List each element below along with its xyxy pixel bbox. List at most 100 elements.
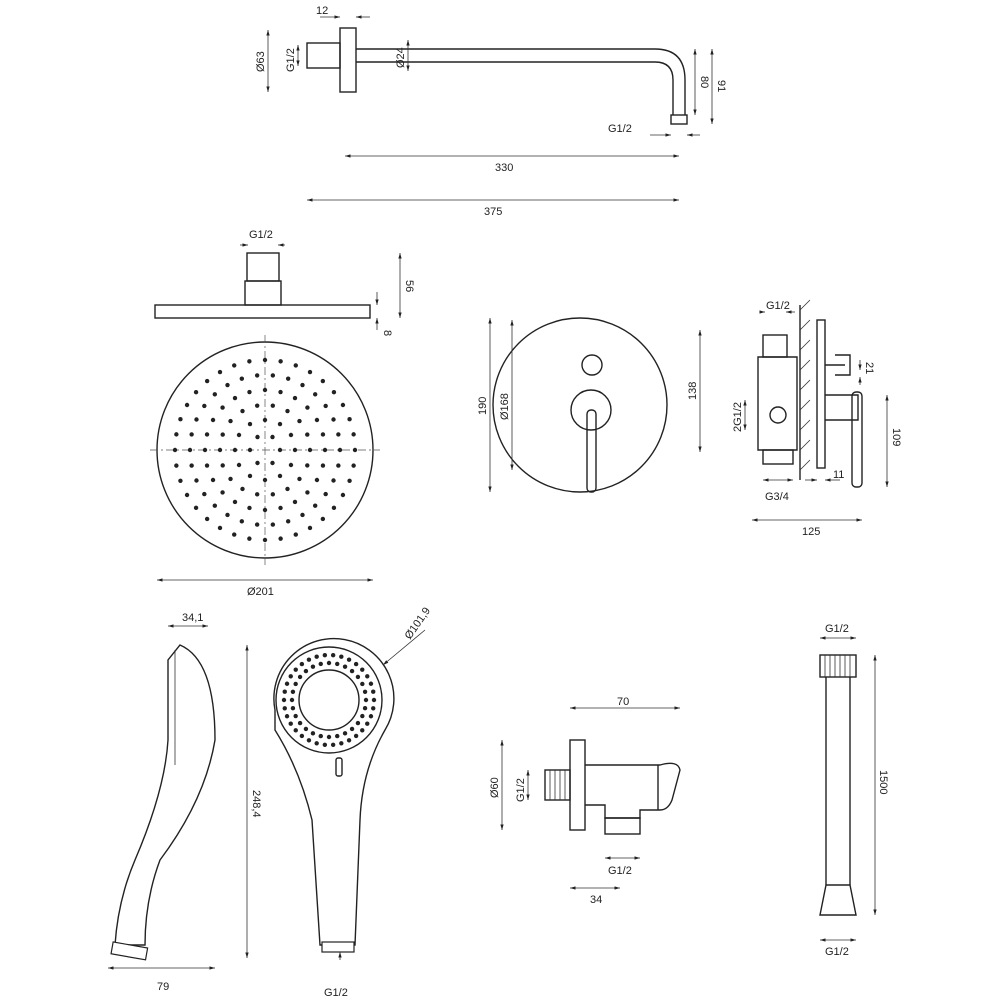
nozzle bbox=[232, 532, 237, 537]
nozzle bbox=[277, 421, 283, 427]
nozzle bbox=[220, 405, 225, 410]
dim-valve-height: 190 bbox=[477, 397, 489, 415]
shower-head-drawing: G1/2 56 8 Ø201 bbox=[150, 229, 415, 598]
nozzle bbox=[285, 519, 291, 524]
dim-arm-wall-thread: G1/2 bbox=[285, 48, 297, 72]
nozzle bbox=[368, 681, 374, 686]
nozzle bbox=[314, 417, 320, 423]
elbow-outlet-thread bbox=[604, 817, 641, 835]
dim-elbow-flange-diameter: Ø60 bbox=[489, 777, 501, 798]
nozzle bbox=[240, 408, 245, 414]
dim-head-diameter: Ø201 bbox=[247, 586, 274, 598]
nozzle bbox=[262, 387, 268, 393]
nozzle bbox=[184, 492, 190, 498]
nozzle bbox=[303, 726, 309, 732]
nozzle bbox=[254, 403, 260, 408]
nozzle bbox=[194, 478, 199, 483]
hose-top-nut bbox=[819, 654, 857, 678]
nozzle bbox=[225, 382, 230, 388]
nozzle bbox=[189, 463, 194, 468]
nozzle bbox=[365, 721, 370, 726]
nozzle bbox=[247, 536, 252, 541]
nozzle bbox=[292, 395, 298, 401]
nozzle bbox=[278, 536, 283, 541]
nozzle bbox=[277, 447, 283, 453]
nozzle bbox=[270, 403, 276, 408]
nozzle bbox=[285, 376, 291, 381]
dim-plate-protrusion: 11 bbox=[833, 469, 844, 481]
nozzle bbox=[281, 697, 287, 703]
nozzle bbox=[193, 389, 199, 395]
nozzle bbox=[299, 733, 305, 739]
head-plate-side bbox=[154, 304, 371, 319]
nozzle bbox=[320, 516, 326, 522]
hand-shower-nozzles bbox=[281, 652, 377, 748]
nozzle bbox=[247, 421, 253, 427]
nozzle bbox=[277, 473, 283, 479]
nozzle bbox=[351, 432, 356, 437]
nozzle bbox=[365, 674, 370, 679]
nozzle bbox=[307, 447, 313, 453]
dim-valve-side-height: 138 bbox=[687, 382, 699, 400]
nozzle bbox=[312, 503, 318, 508]
valve-inlet bbox=[762, 449, 794, 465]
dim-diverter-offset: 21 bbox=[863, 362, 875, 374]
dim-elbow-wall-thread: G1/2 bbox=[515, 778, 527, 802]
nozzle bbox=[194, 417, 199, 422]
valve-front-drawing: 190 Ø168 bbox=[477, 317, 668, 493]
nozzle bbox=[202, 403, 207, 409]
elbow-wall-thread bbox=[544, 769, 571, 801]
hand-shower-side-thread bbox=[110, 941, 149, 961]
nozzle bbox=[323, 403, 328, 409]
nozzle bbox=[353, 733, 359, 739]
hand-shower-thread bbox=[321, 941, 355, 953]
nozzle bbox=[310, 731, 316, 736]
nozzle bbox=[278, 505, 283, 511]
nozzle bbox=[300, 512, 305, 518]
nozzle bbox=[297, 720, 303, 726]
nozzle bbox=[284, 681, 290, 686]
dim-pipe-diameter: Ø24 bbox=[395, 47, 407, 68]
nozzle bbox=[232, 395, 238, 401]
nozzle bbox=[240, 486, 245, 492]
spray-selector bbox=[335, 757, 343, 777]
nozzle bbox=[270, 522, 276, 527]
dim-hose-top-thread: G1/2 bbox=[825, 623, 849, 635]
valve-top-outlet bbox=[762, 334, 788, 358]
nozzle bbox=[371, 689, 376, 694]
arm-outlet-nut bbox=[670, 114, 688, 125]
nozzle bbox=[282, 689, 287, 694]
nozzle bbox=[349, 668, 355, 674]
nozzle bbox=[340, 402, 346, 408]
hand-shower-body-front bbox=[273, 637, 395, 946]
nozzle bbox=[320, 463, 326, 468]
nozzle bbox=[262, 477, 268, 483]
hose-tube bbox=[825, 677, 851, 885]
dim-hose-bottom-thread: G1/2 bbox=[825, 946, 849, 958]
nozzle bbox=[326, 660, 332, 666]
nozzle bbox=[262, 417, 268, 423]
dim-hand-shower-thread: G1/2 bbox=[324, 987, 348, 999]
valve-cartridge bbox=[825, 394, 859, 421]
nozzle bbox=[360, 667, 365, 672]
nozzle bbox=[336, 463, 341, 468]
nozzle bbox=[310, 664, 316, 669]
nozzle bbox=[293, 532, 298, 537]
head-joint bbox=[244, 280, 282, 306]
nozzle bbox=[293, 728, 298, 733]
nozzle bbox=[326, 734, 332, 740]
nozzle bbox=[307, 369, 313, 375]
nozzle bbox=[212, 503, 218, 508]
nozzle bbox=[220, 463, 225, 468]
nozzle bbox=[187, 447, 193, 453]
nozzle bbox=[337, 447, 343, 453]
nozzle bbox=[322, 447, 328, 453]
lever-handle bbox=[586, 409, 597, 493]
nozzle bbox=[247, 389, 252, 395]
nozzle bbox=[278, 359, 283, 364]
valve-plate bbox=[492, 317, 668, 493]
nozzle bbox=[293, 363, 298, 368]
nozzle bbox=[342, 664, 348, 669]
shower-arm-drawing: 12 Ø63 G1/2 Ø24 80 91 G1/2 330 375 bbox=[255, 5, 727, 218]
nozzle bbox=[285, 486, 290, 492]
